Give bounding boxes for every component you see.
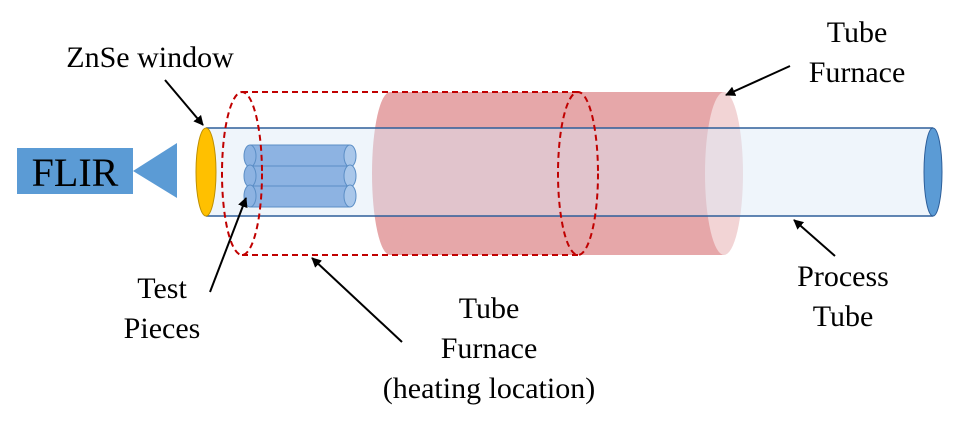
tube-furnace-top-label-line1: Tube bbox=[827, 16, 888, 49]
annotation-arrows bbox=[164, 65, 836, 343]
test-piece-right-end-middle bbox=[343, 164, 357, 188]
test-piece-left-end-top bbox=[243, 144, 257, 168]
flir-label: FLIR bbox=[32, 150, 119, 195]
tube-furnace-bottom-label-line2: Furnace bbox=[441, 332, 538, 365]
process-tube-label-line1: Process bbox=[797, 260, 889, 293]
furnace-body bbox=[390, 92, 724, 255]
test-pieces-arrow bbox=[209, 197, 248, 293]
znse-window-label: ZnSe window bbox=[66, 41, 234, 74]
furnace-front-face bbox=[705, 92, 743, 255]
flir-camera: FLIR bbox=[17, 143, 177, 198]
znse-window bbox=[195, 127, 217, 217]
flir-body bbox=[17, 148, 133, 194]
tube-furnace-top-arrow bbox=[725, 65, 791, 96]
test-piece-bottom bbox=[250, 185, 350, 207]
test-piece-middle bbox=[250, 165, 350, 187]
znse-window-arrow bbox=[164, 79, 204, 126]
tube-furnace bbox=[372, 92, 743, 255]
test-piece-left-end-bottom bbox=[243, 184, 257, 208]
test-piece-top bbox=[250, 145, 350, 167]
furnace-back-face bbox=[372, 92, 408, 255]
process-tube-label-line2: Tube bbox=[813, 300, 874, 333]
heating-location-outline bbox=[221, 91, 599, 256]
tube-furnace-bottom-label-line1: Tube bbox=[459, 292, 520, 325]
process-tube-arrow bbox=[793, 219, 836, 257]
tube-furnace-bottom-arrow bbox=[311, 257, 403, 343]
test-pieces bbox=[243, 144, 357, 208]
tube-furnace-top-label-line2: Furnace bbox=[809, 56, 906, 89]
test-piece-right-end-top bbox=[343, 144, 357, 168]
test-pieces-label-line2: Pieces bbox=[124, 312, 201, 345]
process-tube-end-cap bbox=[923, 127, 943, 217]
flir-lens bbox=[133, 143, 177, 198]
tube-furnace-bottom-label-line3: (heating location) bbox=[383, 372, 595, 405]
test-piece-right-end-bottom bbox=[343, 184, 357, 208]
test-piece-left-end-middle bbox=[243, 164, 257, 188]
test-pieces-label-line1: Test bbox=[137, 272, 187, 305]
